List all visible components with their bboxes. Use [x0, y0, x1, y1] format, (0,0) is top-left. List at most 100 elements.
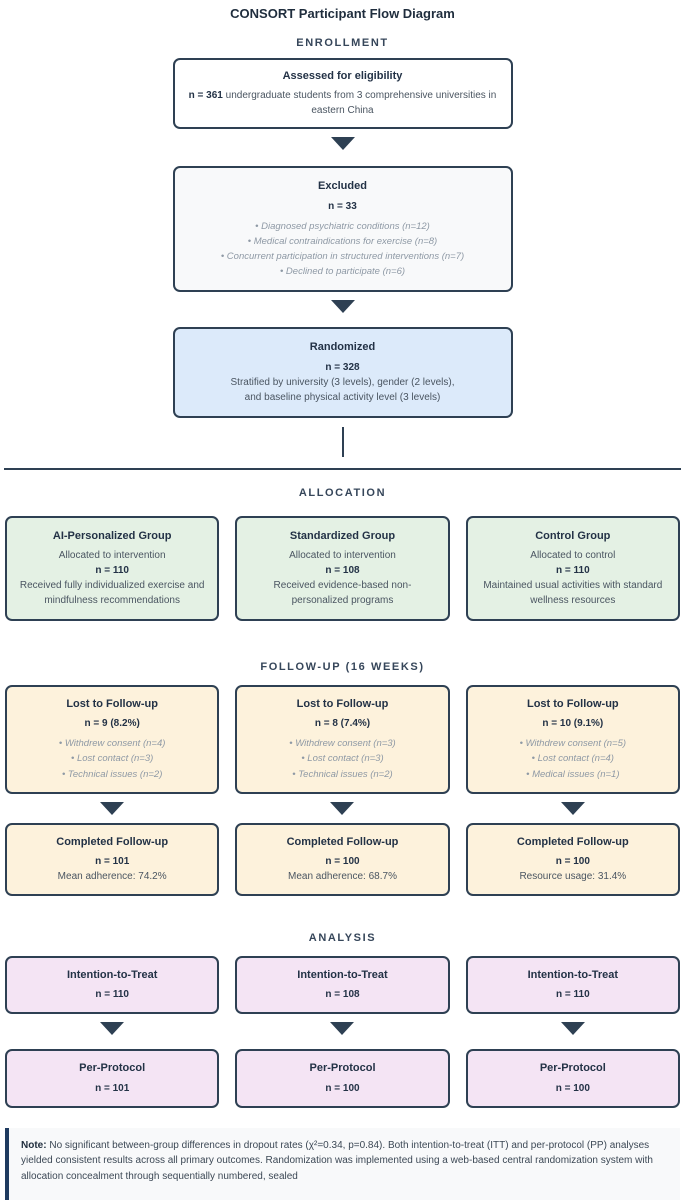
- pp-n: n = 100: [325, 1082, 360, 1094]
- allocation-subtitle: Allocated to intervention: [58, 549, 166, 561]
- allocation-row: AI-Personalized Group Allocated to inter…: [0, 515, 685, 621]
- arrow-down-icon: [560, 801, 585, 815]
- excluded-reason: • Declined to participate (n=6): [279, 266, 406, 278]
- box-lost-followup-ai: Lost to Follow-up n = 9 (8.2%) • Withdre…: [5, 684, 220, 794]
- lost-reason: • Medical issues (n=1): [526, 768, 620, 780]
- section-divider: [4, 467, 681, 470]
- completed-detail: Mean adherence: 68.7%: [288, 871, 397, 883]
- lost-to-followup-row: Lost to Follow-up n = 9 (8.2%) • Withdre…: [0, 684, 685, 794]
- box-lost-followup-control: Lost to Follow-up n = 10 (9.1%) • Withdr…: [465, 684, 680, 794]
- assessed-n: n = 361: [188, 90, 223, 102]
- box-allocation-ai-personalized: AI-Personalized Group Allocated to inter…: [5, 515, 220, 621]
- allocation-title: Standardized Group: [289, 529, 396, 542]
- section-header-analysis: ANALYSIS: [308, 932, 377, 945]
- pp-n: n = 100: [555, 1082, 590, 1094]
- lost-title: Lost to Follow-up: [296, 697, 389, 710]
- lost-reason: • Withdrew consent (n=5): [519, 738, 627, 750]
- excluded-n: n = 33: [328, 200, 357, 212]
- box-pp-ai: Per-Protocol n = 101: [5, 1049, 220, 1108]
- allocation-n: n = 110: [556, 564, 590, 576]
- box-completed-followup-standardized: Completed Follow-up n = 100 Mean adheren…: [235, 822, 450, 897]
- excluded-title: Excluded: [318, 180, 367, 193]
- pp-title: Per-Protocol: [539, 1062, 606, 1075]
- lost-reason: • Withdrew consent (n=4): [58, 738, 166, 750]
- pp-title: Per-Protocol: [309, 1062, 376, 1075]
- enrollment-column: Assessed for eligibility n = 361 undergr…: [172, 58, 513, 457]
- section-header-enrollment: ENROLLMENT: [296, 37, 389, 49]
- arrow-down-icon: [330, 137, 355, 151]
- completed-detail: Mean adherence: 74.2%: [57, 871, 167, 883]
- arrow-down-icon: [330, 1022, 355, 1036]
- completed-title: Completed Follow-up: [286, 835, 399, 848]
- box-allocation-control: Control Group Allocated to control n = 1…: [465, 515, 680, 621]
- itt-title: Intention-to-Treat: [297, 969, 388, 982]
- excluded-reason: • Concurrent participation in structured…: [220, 250, 465, 262]
- box-pp-control: Per-Protocol n = 100: [465, 1049, 680, 1108]
- allocation-description: Received fully individualized exercise a…: [19, 579, 205, 606]
- lost-reason-list: • Withdrew consent (n=3) • Lost contact …: [247, 736, 437, 782]
- arrow-down-icon: [330, 801, 355, 815]
- itt-title: Intention-to-Treat: [66, 969, 158, 982]
- lost-reason: • Withdrew consent (n=3): [289, 738, 396, 750]
- randomized-title: Randomized: [309, 341, 376, 354]
- completed-n: n = 101: [95, 856, 130, 868]
- allocation-description: Maintained usual activities with standar…: [483, 579, 663, 606]
- allocation-subtitle: Allocated to control: [530, 549, 616, 561]
- lost-n: n = 10 (9.1%): [542, 718, 604, 730]
- excluded-reason: • Diagnosed psychiatric conditions (n=12…: [255, 220, 430, 232]
- pp-n: n = 101: [95, 1082, 130, 1094]
- lost-reason: • Technical issues (n=2): [61, 768, 163, 780]
- consort-flow-diagram: CONSORT Participant Flow Diagram ENROLLM…: [0, 6, 685, 1200]
- itt-n: n = 110: [556, 989, 590, 1001]
- completed-title: Completed Follow-up: [516, 835, 629, 848]
- box-pp-standardized: Per-Protocol n = 100: [235, 1049, 450, 1108]
- completed-followup-row: Completed Follow-up n = 101 Mean adheren…: [0, 822, 685, 897]
- excluded-reason: • Medical contraindications for exercise…: [247, 235, 438, 247]
- lost-reason: • Lost contact (n=4): [531, 753, 614, 765]
- allocation-description: Received evidence-based non-personalized…: [273, 579, 412, 606]
- arrow-down-icon: [100, 801, 125, 815]
- box-assessed-for-eligibility: Assessed for eligibility n = 361 undergr…: [172, 58, 513, 130]
- section-header-followup: FOLLOW-UP (16 WEEKS): [260, 660, 425, 673]
- arrow-down-icon: [100, 1022, 125, 1036]
- allocation-title: Control Group: [535, 529, 611, 542]
- footnote: Note: No significant between-group diffe…: [5, 1127, 680, 1200]
- lost-reason-list: • Withdrew consent (n=4) • Lost contact …: [17, 736, 207, 782]
- lost-reason: • Technical issues (n=2): [292, 768, 393, 780]
- itt-n: n = 108: [325, 989, 360, 1001]
- lost-n: n = 9 (8.2%): [84, 718, 140, 730]
- arrow-down-icon: [330, 300, 355, 314]
- box-itt-control: Intention-to-Treat n = 110: [465, 956, 680, 1015]
- lost-title: Lost to Follow-up: [526, 697, 619, 710]
- arrow-row: [0, 1014, 685, 1036]
- itt-n: n = 110: [95, 989, 129, 1001]
- lost-reason: • Lost contact (n=3): [301, 753, 384, 765]
- randomized-strata-line: and baseline physical activity level (3 …: [244, 391, 441, 403]
- page-title: CONSORT Participant Flow Diagram: [230, 6, 455, 21]
- completed-detail: Resource usage: 31.4%: [519, 871, 627, 883]
- allocation-n: n = 108: [325, 564, 360, 576]
- box-completed-followup-control: Completed Follow-up n = 100 Resource usa…: [465, 822, 680, 897]
- lost-title: Lost to Follow-up: [66, 697, 158, 710]
- assessed-title: Assessed for eligibility: [282, 70, 403, 82]
- allocation-subtitle: Allocated to intervention: [289, 549, 396, 561]
- allocation-n: n = 110: [95, 564, 129, 576]
- footnote-label: Note:: [21, 1139, 47, 1151]
- arrow-down-icon: [560, 1022, 585, 1036]
- assessed-description: n = 361 undergraduate students from 3 co…: [189, 88, 497, 118]
- footnote-text: No significant between-group differences…: [21, 1139, 653, 1182]
- box-allocation-standardized: Standardized Group Allocated to interven…: [235, 515, 450, 621]
- per-protocol-row: Per-Protocol n = 101 Per-Protocol n = 10…: [0, 1049, 685, 1108]
- randomized-strata-line: Stratified by university (3 levels), gen…: [230, 376, 455, 388]
- section-header-allocation: ALLOCATION: [298, 486, 387, 499]
- lost-reason: • Lost contact (n=3): [71, 753, 154, 765]
- box-itt-standardized: Intention-to-Treat n = 108: [235, 956, 450, 1015]
- lost-reason-list: • Withdrew consent (n=5) • Lost contact …: [478, 736, 668, 782]
- lost-n: n = 8 (7.4%): [314, 718, 371, 730]
- assessed-description-text: undergraduate students from 3 comprehens…: [225, 90, 497, 117]
- box-itt-ai: Intention-to-Treat n = 110: [5, 956, 220, 1015]
- intention-to-treat-row: Intention-to-Treat n = 110 Intention-to-…: [0, 956, 685, 1015]
- box-excluded: Excluded n = 33 • Diagnosed psychiatric …: [172, 166, 513, 293]
- box-randomized: Randomized n = 328 Stratified by univers…: [172, 327, 513, 418]
- box-completed-followup-ai: Completed Follow-up n = 101 Mean adheren…: [5, 822, 220, 897]
